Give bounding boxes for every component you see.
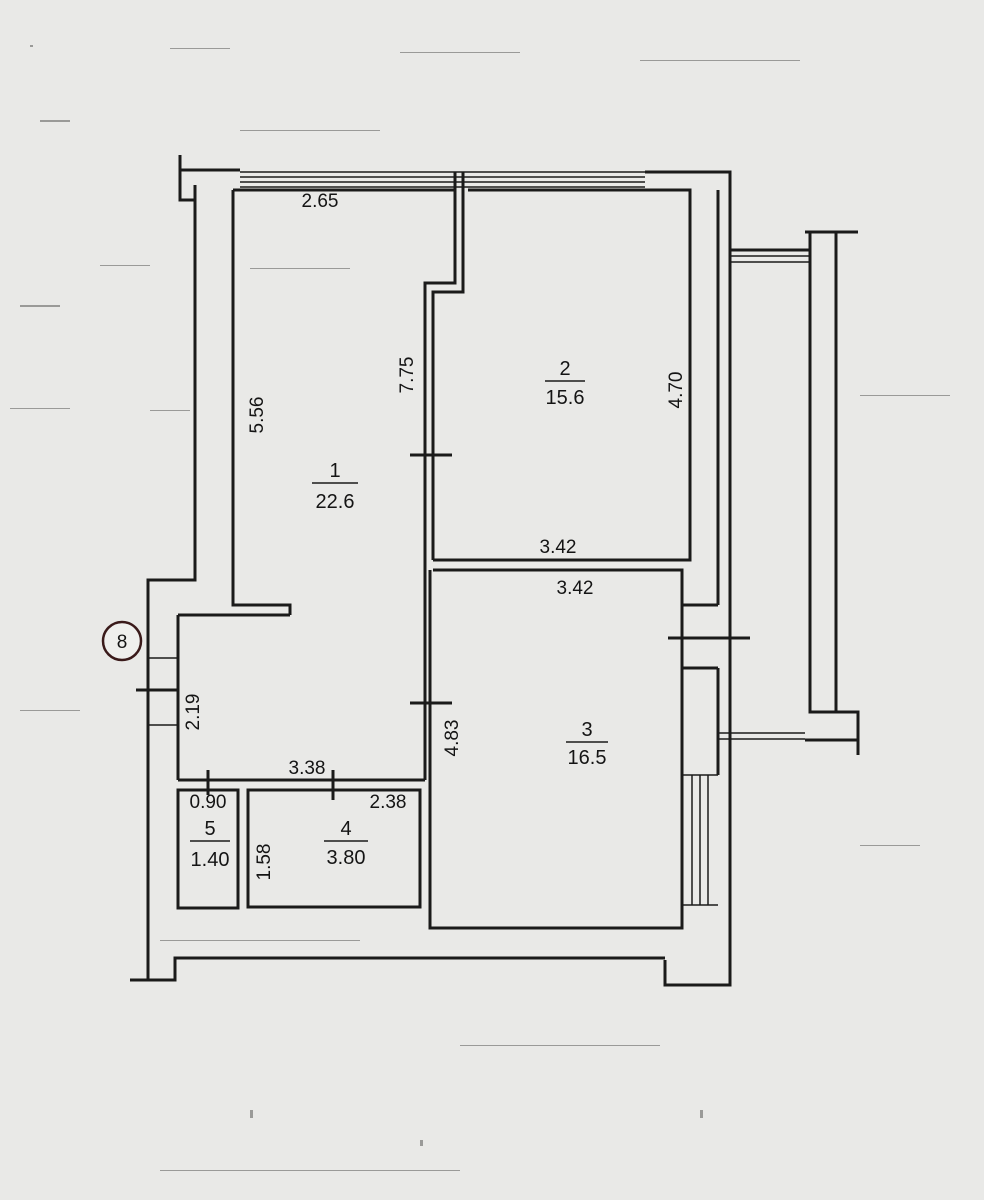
dimensions: 2.65 5.56 7.75 4.70 3.42 3.42 4.83 2.19 … [183,191,687,880]
room-4-label: 4 3.80 [324,818,368,869]
room-3-label: 3 16.5 [566,719,608,769]
dim-room4-top: 2.38 [370,792,407,813]
room-2-number: 2 [559,358,570,380]
dim-hall-left: 2.19 [183,694,204,731]
room-3-area: 16.5 [568,747,607,769]
dim-room2-right: 4.70 [666,372,687,409]
room-4-number: 4 [340,818,351,840]
room-1-number: 1 [329,460,340,482]
room-4-area: 3.80 [327,847,366,869]
dim-room3-top: 3.42 [557,578,594,599]
plan-number: 8 [117,632,128,653]
paper-noise [10,45,950,1171]
dim-room1-right: 7.75 [397,357,418,394]
dim-room1-left: 5.56 [247,397,268,434]
room-1-area: 22.6 [316,491,355,513]
walls [130,155,860,987]
dim-room1-top: 2.65 [302,191,339,212]
dim-room5-top: 0.90 [190,792,227,813]
room-2-label: 2 15.6 [545,358,585,409]
room-3-number: 3 [581,719,592,741]
dim-room3-left: 4.83 [442,720,463,757]
room-5-number: 5 [204,818,215,840]
dim-room2-bottom: 3.42 [540,537,577,558]
room-1-label: 1 22.6 [312,460,358,513]
dim-hall-bottom: 3.38 [289,758,326,779]
room-5-label: 5 1.40 [190,818,230,871]
plan-number-badge: 8 [101,620,143,662]
dim-room4-left: 1.58 [254,844,275,881]
room-2-area: 15.6 [546,387,585,409]
room-5-area: 1.40 [191,849,230,871]
